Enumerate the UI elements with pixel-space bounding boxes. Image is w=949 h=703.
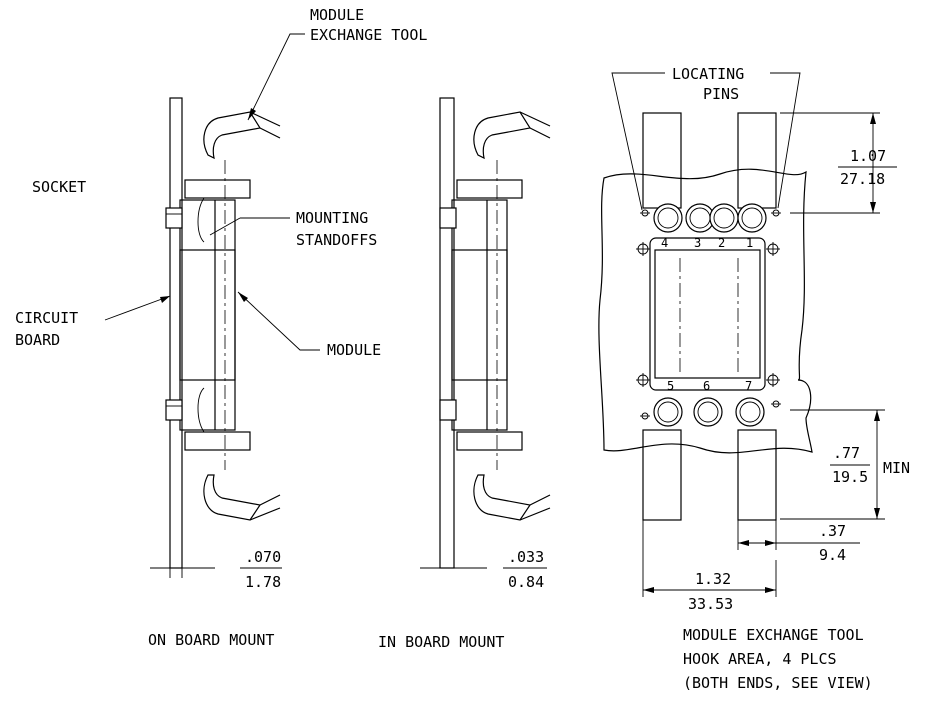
in-tool-hook-top xyxy=(473,111,531,160)
in-tool-handle-bottom-a xyxy=(519,507,551,521)
label-module-exchange-tool-line1: MODULE xyxy=(310,6,364,24)
standoff-top xyxy=(165,207,183,229)
in-module-body xyxy=(451,199,508,431)
leader-module xyxy=(237,291,320,351)
label-module: MODULE xyxy=(327,341,381,359)
socket-curve-top xyxy=(197,197,205,243)
tool-handle-top-a xyxy=(249,111,281,127)
leader-exchange-tool xyxy=(247,33,305,121)
leader-locating-right xyxy=(770,72,801,209)
exchange-tool-hook-top xyxy=(203,111,261,160)
dim-arrow-132-right xyxy=(765,587,776,593)
leader-arrow-exchange-tool xyxy=(248,108,256,120)
label-pins: PINS xyxy=(703,85,739,103)
corner-cross-marks xyxy=(636,242,780,387)
module-outline xyxy=(649,237,766,391)
hook-area-top-right xyxy=(737,112,777,209)
in-tool-handle-top-a xyxy=(519,111,551,127)
hook-area-top-left xyxy=(642,112,682,209)
standoff-bottom xyxy=(165,399,183,421)
hook-area-bottom-right xyxy=(737,429,777,521)
circuit-board-plate xyxy=(169,97,183,569)
dim-arrow-77-bottom xyxy=(874,508,880,519)
in-tool-hook-bottom xyxy=(473,474,532,521)
dim-on-board-mm: 1.78 xyxy=(245,573,281,591)
dim-min-label: MIN xyxy=(883,459,910,477)
socket-curve-bottom xyxy=(197,387,205,433)
dim-arrow-107-bottom xyxy=(870,202,876,213)
on-board-mount-view xyxy=(165,97,281,569)
label-module-exchange-tool-line2: EXCHANGE TOOL xyxy=(310,26,427,44)
locating-pin-marks xyxy=(640,209,781,420)
in-socket-rail-top xyxy=(456,179,523,199)
label-locating: LOCATING xyxy=(672,65,744,83)
leader-arrow-module xyxy=(238,292,248,302)
pin-number: 5 xyxy=(667,379,674,393)
pin-number: 7 xyxy=(745,379,752,393)
dim-hook-min-inch: .77 xyxy=(833,444,860,462)
dim-in-board-inch: .033 xyxy=(508,548,544,566)
pin-number: 2 xyxy=(718,236,725,250)
tool-handle-top-b xyxy=(259,127,281,139)
socket-rail-bottom xyxy=(184,431,251,451)
pin-number: 3 xyxy=(694,236,701,250)
socket-rail-top xyxy=(184,179,251,199)
tool-handle-bottom-a xyxy=(249,507,281,521)
in-board-plate xyxy=(439,97,455,569)
in-socket-rail-bottom xyxy=(456,431,523,451)
pin-circle-inner xyxy=(657,401,679,423)
in-standoff-bottom xyxy=(439,399,457,421)
pin-number: 6 xyxy=(703,379,710,393)
pin-circle-inner xyxy=(713,207,735,229)
in-tool-handle-top-b xyxy=(529,127,551,139)
leader-locating-left xyxy=(611,72,665,211)
pin-circle-inner xyxy=(739,401,761,423)
caption-in-board-mount: IN BOARD MOUNT xyxy=(378,633,504,651)
dim-hook-span-inch: 1.32 xyxy=(695,570,731,588)
dim-hook-width-inch: .37 xyxy=(819,522,846,540)
pin-number: 4 xyxy=(661,236,668,250)
label-mounting-line1: MOUNTING xyxy=(296,209,368,227)
board-section-outline xyxy=(598,168,813,454)
label-socket: SOCKET xyxy=(32,178,86,196)
dim-arrow-77-top xyxy=(874,410,880,421)
dim-arrow-107-top xyxy=(870,113,876,124)
module-core xyxy=(179,249,236,381)
top-pin-row xyxy=(653,203,767,233)
dim-in-board-mm: 0.84 xyxy=(508,573,544,591)
dim-hook-min-mm: 19.5 xyxy=(832,468,868,486)
pin-circle-inner xyxy=(657,207,679,229)
label-board: BOARD xyxy=(15,331,60,349)
in-standoff-top xyxy=(439,207,457,229)
pin-number: 1 xyxy=(746,236,753,250)
label-mounting-line2: STANDOFFS xyxy=(296,231,377,249)
leader-arrow-circuit xyxy=(160,296,170,303)
pin-circle-inner xyxy=(741,207,763,229)
caption-hook-line2: HOOK AREA, 4 PLCS xyxy=(683,650,837,668)
dim-on-board-inch: .070 xyxy=(245,548,281,566)
dim-arrow-132-left xyxy=(643,587,654,593)
caption-on-board-mount: ON BOARD MOUNT xyxy=(148,631,274,649)
hook-area-bottom-left xyxy=(642,429,682,521)
leader-circuit-board xyxy=(104,295,171,321)
bottom-pin-row xyxy=(653,397,765,427)
caption-hook-line1: MODULE EXCHANGE TOOL xyxy=(683,626,864,644)
dim-pin-to-edge-inch: 1.07 xyxy=(850,147,886,165)
module-inner-outline xyxy=(654,249,761,379)
tool-handle-bottom-b xyxy=(259,494,281,506)
dim-arrow-37-left xyxy=(738,540,749,546)
pin-circle-inner xyxy=(697,401,719,423)
dim-pin-to-edge-mm: 27.18 xyxy=(840,170,885,188)
label-circuit: CIRCUIT xyxy=(15,309,78,327)
dim-arrow-37-right xyxy=(765,540,776,546)
in-tool-handle-bottom-b xyxy=(529,494,551,506)
in-module-core xyxy=(451,249,508,381)
caption-hook-line3: (BOTH ENDS, SEE VIEW) xyxy=(683,674,873,692)
exchange-tool-hook-bottom xyxy=(203,474,262,521)
dim-hook-span-mm: 33.53 xyxy=(688,595,733,613)
dim-hook-width-mm: 9.4 xyxy=(819,546,846,564)
module-body xyxy=(179,199,236,431)
in-board-mount-view xyxy=(439,97,551,569)
